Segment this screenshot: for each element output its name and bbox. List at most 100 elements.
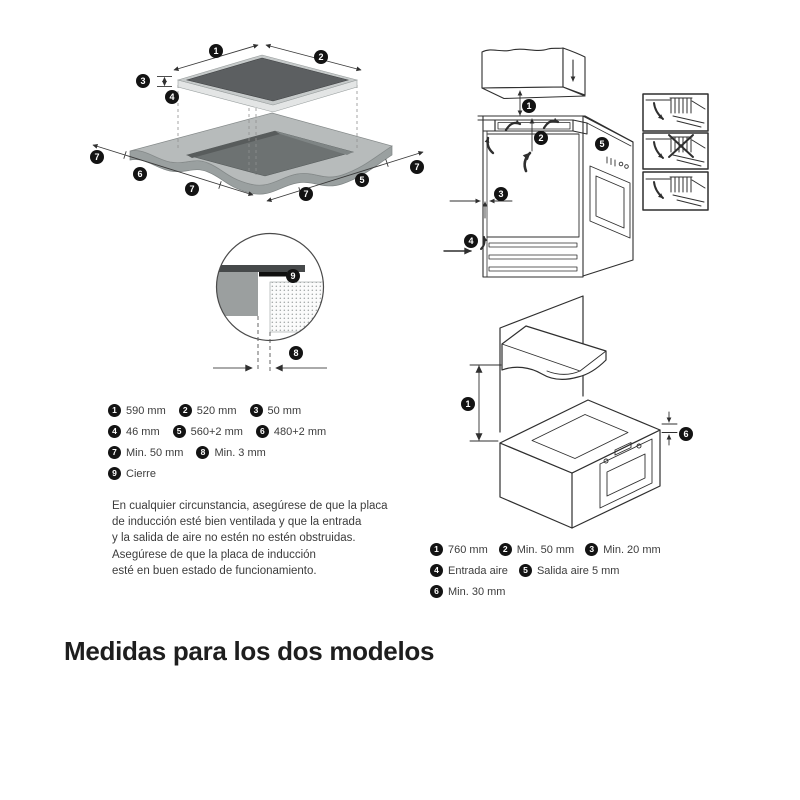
legend-row: 4 46 mm 5 560+2 mm 6 480+2 mm bbox=[108, 421, 326, 442]
legend-item: 3 50 mm bbox=[249, 404, 302, 417]
legend-label: 760 mm bbox=[448, 543, 488, 556]
note-line: esté en buen estado de funcionamiento. bbox=[112, 564, 317, 577]
callout-badge: 7 bbox=[299, 187, 313, 201]
cross-out-mark bbox=[668, 134, 694, 158]
legend-label: 560+2 mm bbox=[190, 425, 243, 438]
legend-row: 4 Entrada aire 5 Salida aire 5 mm bbox=[430, 560, 661, 581]
hood-clearance-diagram: 1 6 bbox=[440, 280, 705, 535]
legend-label: Min. 50 mm bbox=[126, 446, 184, 459]
legend-label: Entrada aire bbox=[448, 564, 508, 577]
legend-row: 7 Min. 50 mm 8 Min. 3 mm bbox=[108, 442, 326, 463]
legend-item: 1 760 mm bbox=[430, 543, 488, 556]
legend-item: 3 Min. 20 mm bbox=[585, 543, 661, 556]
callout-badge: 1 bbox=[209, 44, 223, 58]
legend-item: 5 Salida aire 5 mm bbox=[518, 564, 620, 577]
callout-badge: 4 bbox=[430, 564, 443, 577]
callout-badge: 2 bbox=[498, 543, 512, 556]
airflow-arrows bbox=[484, 117, 560, 173]
note-line: de inducción esté bien ventilada y que l… bbox=[112, 516, 362, 529]
callout-badge: 5 bbox=[595, 137, 609, 151]
cabinet-clearance-art bbox=[443, 47, 709, 278]
callout-badge: 3 bbox=[249, 404, 263, 417]
callout-badge: 7 bbox=[90, 150, 104, 164]
legend-item: 2 Min. 50 mm bbox=[498, 543, 575, 556]
gap-dimension bbox=[213, 316, 327, 372]
callout-badge: 3 bbox=[494, 187, 508, 201]
callout-badge: 7 bbox=[108, 446, 121, 459]
legend-item: 4 46 mm bbox=[108, 425, 160, 438]
callout-badge: 9 bbox=[108, 467, 121, 480]
callout-badge: 8 bbox=[289, 346, 303, 360]
range-hood bbox=[501, 325, 607, 380]
callout-badge: 9 bbox=[286, 269, 300, 283]
seal-detail-diagram: 9 8 bbox=[195, 225, 375, 385]
callout-badge: 2 bbox=[534, 131, 548, 145]
oven bbox=[589, 156, 631, 239]
callout-badge: 4 bbox=[165, 90, 179, 104]
callout-badge: 4 bbox=[464, 234, 478, 248]
callout-badge: 6 bbox=[679, 427, 693, 441]
callout-badge: 7 bbox=[185, 182, 199, 196]
legend-label: 50 mm bbox=[267, 404, 302, 417]
legend-right: 1 760 mm 2 Min. 50 mm 3 Min. 20 mm 4 Entrada… bbox=[430, 539, 661, 602]
legend-label: 590 mm bbox=[126, 404, 166, 417]
callout-badge: 3 bbox=[136, 74, 150, 88]
callout-badge: 8 bbox=[196, 446, 210, 459]
dim-6 bbox=[661, 411, 678, 446]
counter-unit bbox=[499, 399, 661, 529]
dim-gap-3 bbox=[449, 198, 513, 219]
ventilation-note: En cualquier circunstancia, asegúrese de… bbox=[112, 498, 388, 579]
legend-label: 46 mm bbox=[126, 425, 160, 438]
callout-badge: 3 bbox=[585, 543, 599, 556]
callout-badge: 6 bbox=[133, 167, 147, 181]
detail-box-bottom bbox=[642, 171, 709, 211]
legend-item: 7 Min. 50 mm bbox=[108, 446, 183, 459]
detail-box-middle-wrong bbox=[642, 132, 709, 170]
legend-label: Min. 50 mm bbox=[516, 543, 575, 556]
callout-badge: 1 bbox=[108, 404, 121, 417]
legend-item: 1 590 mm bbox=[108, 404, 166, 417]
callout-badge: 4 bbox=[108, 425, 121, 438]
legend-label: 520 mm bbox=[196, 404, 237, 417]
callout-badge: 1 bbox=[461, 397, 475, 411]
dim-1 bbox=[469, 364, 502, 442]
callout-badge: 1 bbox=[430, 543, 443, 556]
legend-label: Min. 3 mm bbox=[214, 446, 266, 459]
counter-band bbox=[477, 115, 634, 147]
section-heading: Medidas para los dos modelos bbox=[64, 636, 435, 666]
legend-item: 4 Entrada aire bbox=[430, 564, 508, 577]
cooktop-body-section bbox=[269, 281, 324, 333]
seal-detail-art bbox=[213, 232, 327, 372]
glass-section bbox=[216, 265, 305, 272]
legend-row: 1 760 mm 2 Min. 50 mm 3 Min. 20 mm bbox=[430, 539, 661, 560]
note-line: En cualquier circunstancia, asegúrese de… bbox=[112, 500, 388, 512]
worktop-section bbox=[216, 272, 258, 316]
callout-badge: 6 bbox=[430, 585, 443, 598]
legend-label: Min. 20 mm bbox=[603, 543, 661, 556]
exploded-view-art bbox=[92, 43, 424, 202]
air-inlet-arrow bbox=[443, 236, 488, 255]
legend-label: 480+2 mm bbox=[273, 425, 327, 438]
callout-badge: 5 bbox=[518, 564, 532, 577]
callout-badge: 5 bbox=[172, 425, 186, 438]
cabinet-clearance-diagram: 1 2 5 3 4 bbox=[440, 30, 750, 280]
cabinet-body bbox=[482, 115, 634, 278]
legend-label: Salida aire 5 mm bbox=[536, 564, 620, 577]
note-line: y la salida de aire no estén no estén ob… bbox=[112, 532, 356, 545]
callout-badge: 7 bbox=[410, 160, 424, 174]
exploded-view-diagram: 1 2 3 4 7 6 7 7 5 7 bbox=[75, 35, 440, 220]
seal-section bbox=[259, 272, 287, 277]
note-line: Asegúrese de que la placa de inducción bbox=[112, 548, 316, 561]
legend-label: Cierre bbox=[126, 467, 156, 480]
callout-badge: 6 bbox=[255, 425, 269, 438]
detail-box-top bbox=[642, 93, 709, 132]
callout-badge: 5 bbox=[355, 173, 369, 187]
legend-item: 5 560+2 mm bbox=[172, 425, 243, 438]
upper-cabinet bbox=[481, 47, 586, 100]
legend-item: 8 Min. 3 mm bbox=[196, 446, 266, 459]
